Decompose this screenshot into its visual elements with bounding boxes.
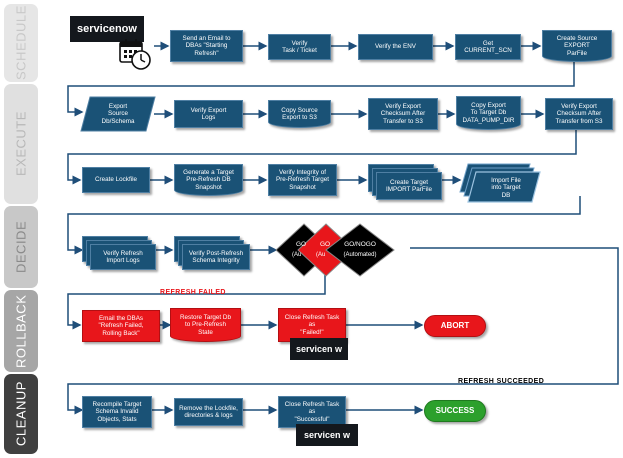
phase-bar-cleanup: CLEANUP <box>4 374 38 454</box>
send-start-email-step[interactable]: Send an Email to DBAs "Starting Refresh" <box>170 30 243 62</box>
copy-export-to-s3-step[interactable]: Copy Source Export to S3 <box>268 100 331 128</box>
arrow <box>67 247 619 415</box>
verify-import-logs-step[interactable]: Verify Refresh Import Logs <box>90 244 156 270</box>
generate-snapshot-step[interactable]: Generate a Target Pre-Refresh DB Snapsho… <box>174 164 243 196</box>
decision-diamonds[interactable]: GO (Au GO (Au GO/NOGO (Automated) <box>274 222 434 282</box>
export-source-io-shape[interactable] <box>80 96 156 132</box>
phase-bar-rollback: ROLLBACK <box>4 290 38 372</box>
phase-bar-execute: EXECUTE <box>4 84 38 204</box>
servicenow-logo: servicenow <box>70 16 144 42</box>
arrow <box>67 260 326 330</box>
export-source-step[interactable]: Export Source Db/Schema <box>101 103 135 125</box>
success-terminal[interactable]: SUCCESS <box>424 400 486 422</box>
decision-back1-sub: (Au <box>292 252 301 258</box>
refresh-failed-label: REFRESH FAILED <box>160 289 226 296</box>
restore-snapshot-step[interactable]: Restore Target Db to Pre-Refresh State <box>170 308 241 342</box>
email-failed-step[interactable]: Email the DBAs "Refresh Failed, Rolling … <box>82 310 160 342</box>
servicenow-logo-success: servicen w <box>296 424 358 446</box>
decision-back1-label: GO <box>296 241 306 248</box>
verify-env-step[interactable]: Verify the ENV <box>358 34 433 60</box>
go-nogo-decision-sub: (Automated) <box>343 252 376 258</box>
servicenow-logo-failed: servicen w <box>290 338 348 360</box>
phase-bar-decide: DECIDE <box>4 206 38 288</box>
verify-checksum-to-s3-step[interactable]: Verify Export Checksum After Transfer to… <box>368 98 438 130</box>
recompile-objects-step[interactable]: Recompile Target Schema Invalid Objects,… <box>82 396 152 428</box>
import-file-step[interactable]: Import File into Target DB <box>491 177 521 199</box>
go-nogo-decision-label: GO/NOGO <box>344 241 376 248</box>
arrow <box>67 196 581 255</box>
create-lockfile-step[interactable]: Create Lockfile <box>82 167 150 193</box>
decision-back2-sub: (Au <box>316 252 325 258</box>
create-import-parfile-step[interactable]: Create Target IMPORT ParFile <box>376 172 442 200</box>
copy-export-to-target-step[interactable]: Copy Export To Target Db DATA_PUMP_DIR <box>456 96 521 130</box>
verify-snapshot-integrity-step[interactable]: Verify Integrity of Pre-Refresh Target S… <box>268 164 337 196</box>
phase-bar-schedule: SCHEDULE <box>4 4 38 82</box>
verify-post-refresh-step[interactable]: Verify Post-Refresh Schema Integrity <box>182 244 250 270</box>
close-task-failed-step[interactable]: Close Refresh Task as "Failed!" <box>278 308 346 342</box>
refresh-succeeded-label: REFRESH SUCCEEDED <box>458 378 545 385</box>
remove-lockfile-step[interactable]: Remove the Lockfile, directories & logs <box>174 398 243 426</box>
servicenow-logo-text: servicenow <box>77 23 137 35</box>
verify-task-step[interactable]: Verify Task / Ticket <box>268 34 331 60</box>
calendar-clock-icon <box>119 39 151 70</box>
verify-export-logs-step[interactable]: Verify Export Logs <box>174 100 243 128</box>
get-scn-step[interactable]: Get CURRENT_SCN <box>455 34 521 60</box>
create-export-parfile-step[interactable]: Create Source EXPORT ParFile <box>542 30 612 62</box>
arrow <box>67 130 577 185</box>
arrow <box>67 62 575 117</box>
servicenow-logo-failed-text: servicen w <box>295 344 343 354</box>
import-file-stack-shape[interactable] <box>458 160 544 204</box>
decision-back2-label: GO <box>320 241 330 248</box>
verify-checksum-from-s3-step[interactable]: Verify Export Checksum After Transfer fr… <box>545 98 613 130</box>
abort-terminal[interactable]: ABORT <box>424 315 486 337</box>
servicenow-logo-success-text: servicen w <box>303 430 351 440</box>
